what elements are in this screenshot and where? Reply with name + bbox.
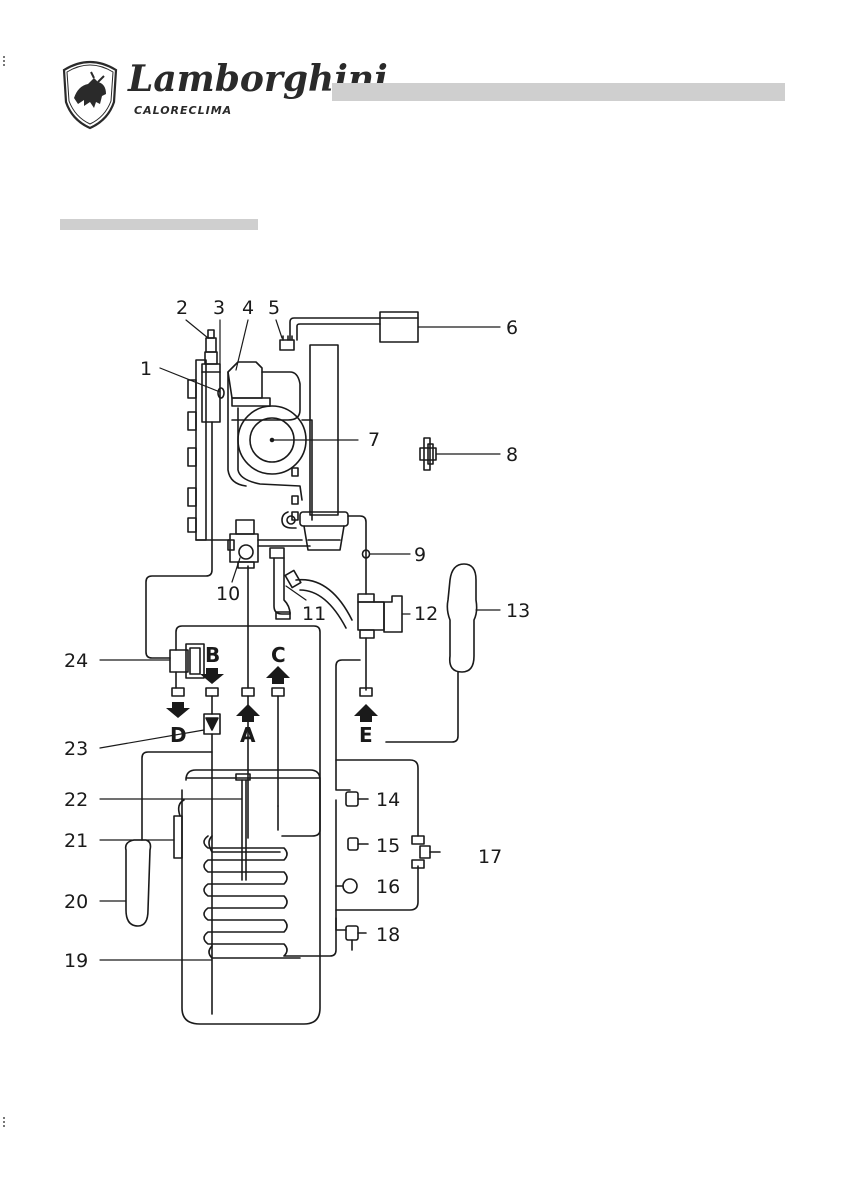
hot-water-tank bbox=[182, 696, 336, 1024]
label-8: 8 bbox=[506, 444, 518, 466]
label-21: 21 bbox=[64, 830, 88, 852]
label-6: 6 bbox=[506, 317, 518, 339]
label-4: 4 bbox=[242, 297, 254, 319]
component-21 bbox=[174, 816, 182, 858]
label-22: 22 bbox=[64, 789, 88, 811]
expansion-vessel bbox=[447, 564, 476, 672]
port-b: B bbox=[205, 643, 220, 667]
port-a: A bbox=[240, 723, 256, 747]
label-19: 19 bbox=[64, 950, 88, 972]
label-1: 1 bbox=[140, 358, 152, 380]
label-3: 3 bbox=[213, 297, 225, 319]
port-d: D bbox=[170, 723, 187, 747]
flue-pipe bbox=[282, 345, 366, 550]
leader-lines bbox=[100, 320, 500, 960]
pipe-e-loop bbox=[336, 660, 360, 790]
valve-24 bbox=[170, 644, 204, 688]
label-7: 7 bbox=[368, 429, 380, 451]
component-8-fitting bbox=[420, 438, 436, 470]
control-box bbox=[380, 312, 418, 342]
port-e: E bbox=[359, 723, 373, 747]
label-2: 2 bbox=[176, 297, 188, 319]
label-20: 20 bbox=[64, 891, 88, 913]
label-16: 16 bbox=[376, 876, 400, 898]
label-13: 13 bbox=[506, 600, 530, 622]
diverter-valve-block bbox=[228, 520, 310, 568]
label-17: 17 bbox=[478, 846, 502, 868]
label-11: 11 bbox=[302, 603, 326, 625]
label-5: 5 bbox=[268, 297, 280, 319]
component-labels: 1 2 3 4 5 6 7 8 9 10 11 12 13 14 15 16 1… bbox=[64, 297, 530, 972]
label-9: 9 bbox=[414, 544, 426, 566]
label-12: 12 bbox=[414, 603, 438, 625]
dhw-expansion-vessel bbox=[126, 840, 151, 926]
pipe-9-12 bbox=[358, 550, 402, 690]
label-24: 24 bbox=[64, 650, 88, 672]
label-18: 18 bbox=[376, 924, 400, 946]
port-c: C bbox=[271, 643, 286, 667]
label-23: 23 bbox=[64, 738, 88, 760]
label-10: 10 bbox=[216, 583, 240, 605]
label-15: 15 bbox=[376, 835, 400, 857]
label-14: 14 bbox=[376, 789, 400, 811]
burner-assembly bbox=[228, 318, 380, 520]
